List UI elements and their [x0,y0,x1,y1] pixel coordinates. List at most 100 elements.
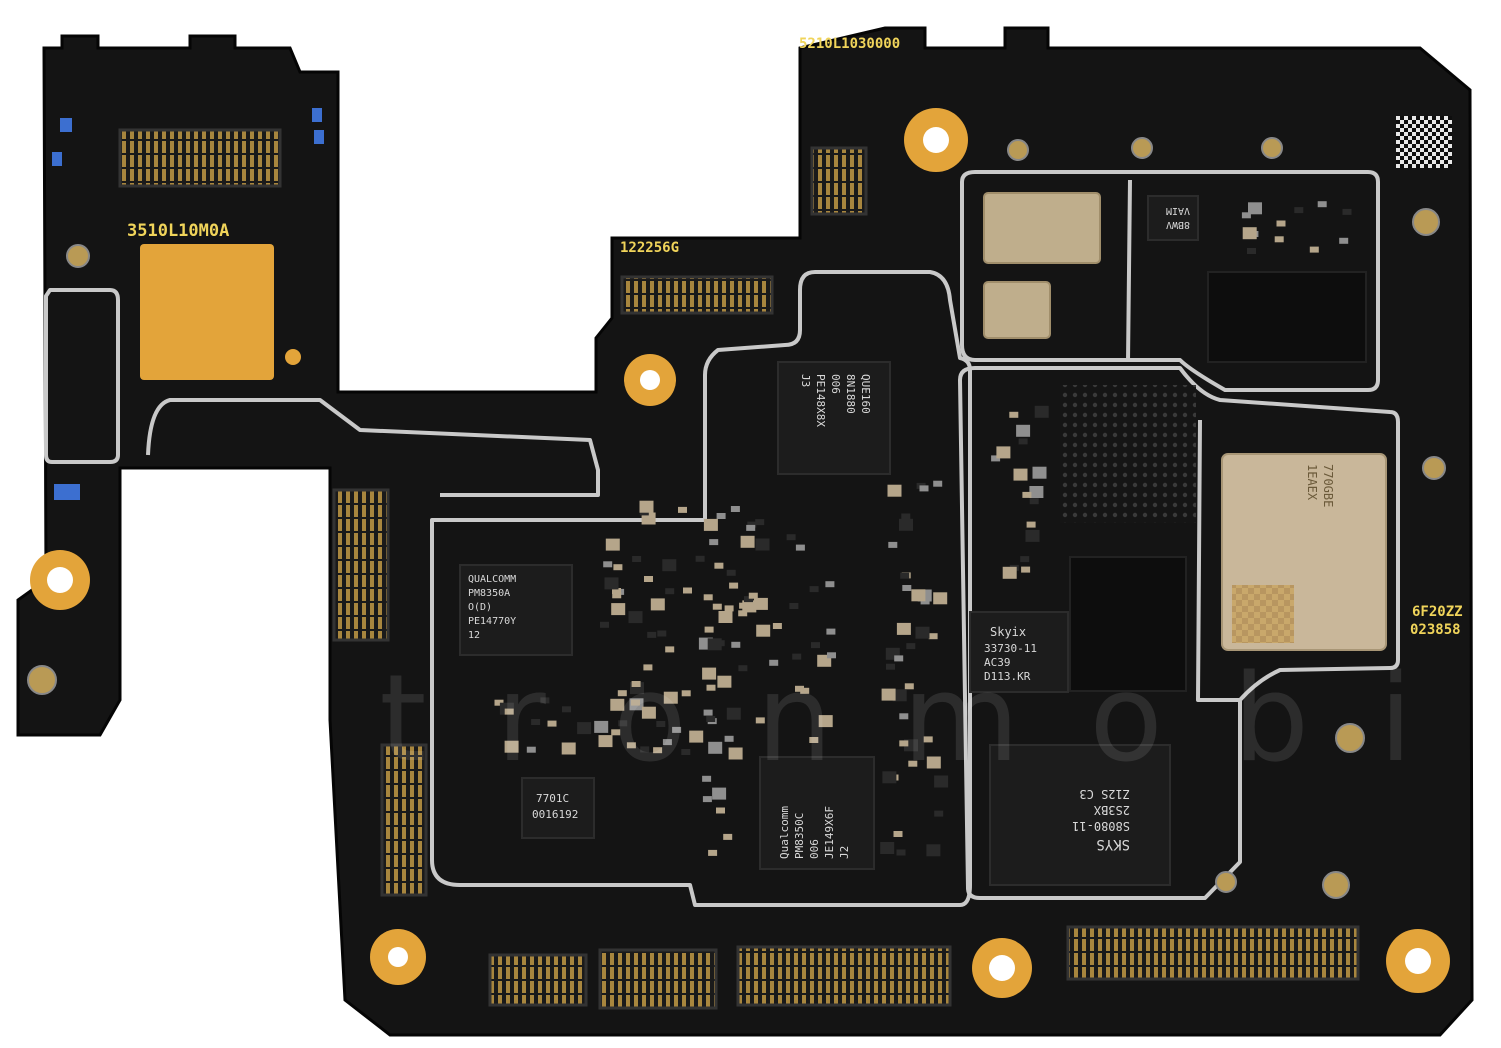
passive-component [702,775,712,782]
passive-component [689,730,704,743]
chip-pmic-left [459,564,573,656]
passive-component [641,512,656,525]
passive-component [724,605,734,612]
passive-component [1342,208,1352,215]
passive-component [706,684,716,691]
chip-pmic-bottom-line3: 006 [808,839,821,859]
silkscreen-top-right: 5210L1030000 [799,36,900,52]
chip-skyworks-b-line1: SKYS [1096,836,1130,852]
chip-skyworks-a-line1: Skyix [990,625,1026,639]
passive-component [892,689,907,702]
passive-component [702,796,712,803]
passive-component [643,664,653,671]
chip-pmic-left-line4: PE14770Y [468,616,516,627]
passive-component [731,641,741,648]
board-connector-bottom-4 [1066,925,1360,981]
passive-component [809,586,819,593]
passive-component [1032,466,1047,479]
passive-component [786,534,796,541]
passive-component [662,739,672,746]
passive-component [795,685,804,692]
chip-pmic-top-line5: J3 [799,374,812,387]
passive-component [703,709,713,716]
passive-component [631,681,641,687]
passive-component [665,588,675,595]
passive-component [1276,220,1286,227]
passive-component [756,624,771,637]
passive-component [730,506,740,512]
passive-component [933,592,948,605]
passive-component [577,722,592,735]
passive-component [738,610,748,617]
passive-component [644,576,653,582]
passive-component [540,697,550,704]
passive-component [683,587,692,594]
passive-component [880,842,895,854]
passive-component [1029,498,1039,505]
chip-main-dark [1069,556,1187,692]
passive-component [600,621,609,628]
passive-component [755,717,765,724]
passive-component [709,539,719,546]
passive-component [811,642,820,649]
passive-component [708,741,723,754]
passive-component [647,631,657,638]
passive-component [610,698,625,711]
chip-pmic-top-line3: 006 [829,374,842,394]
passive-component [795,544,805,551]
chip-pmic-bottom-line2: PM8350C [793,813,806,859]
passive-component [901,513,911,520]
passive-component [712,603,722,610]
passive-component [561,742,576,755]
passive-component [818,715,833,728]
chip-skyworks-b-line4: Z12S C3 [1079,787,1130,801]
board-connector-bottom-2 [598,948,718,1010]
passive-component [1016,424,1031,437]
passive-component [1241,212,1251,219]
passive-component [703,518,718,531]
chip-pmic-bottom-line5: J2 [838,846,851,859]
passive-component [531,719,541,725]
chip-pmic-bottom-line1: Qualcomm [778,806,791,859]
passive-component [1248,202,1262,215]
passive-component [716,807,725,814]
passive-component [703,594,713,601]
chip-skyworks-a [969,611,1069,693]
chip-small-top [1147,195,1199,241]
passive-component [1002,566,1017,579]
passive-component [663,691,678,704]
passive-component [1294,207,1304,214]
passive-component [612,592,622,599]
passive-component [1247,248,1256,254]
passive-component [611,729,621,736]
passive-component [704,626,714,633]
passive-component [926,756,941,769]
chip-pmic-top [777,361,891,475]
passive-component [911,589,926,602]
chip-pmic-left-line5: 12 [468,630,480,641]
board-connector-top-middle [620,275,774,315]
chip-skyworks-a-line3: AC39 [984,656,1011,669]
passive-component [613,564,623,571]
passive-component [809,737,819,743]
passive-component [611,603,626,616]
passive-component [887,484,902,497]
passive-component [888,541,898,548]
passive-component [672,726,682,733]
passive-component [662,559,677,572]
passive-components [494,201,1352,857]
passive-component [744,596,753,603]
chip-pmic-top-line4: PE148X8X [814,374,827,427]
passive-component [707,638,722,651]
passive-component [886,663,895,670]
passive-component [904,683,914,690]
board-connector-top-small [810,146,868,216]
board-connector-bottom-1 [488,953,588,1007]
passive-component [650,598,665,611]
passive-component [726,569,736,576]
shield-frames [44,170,1400,907]
passive-component [717,675,732,688]
passive-component [1274,236,1284,243]
passive-component [708,849,718,856]
passive-component [881,688,896,701]
